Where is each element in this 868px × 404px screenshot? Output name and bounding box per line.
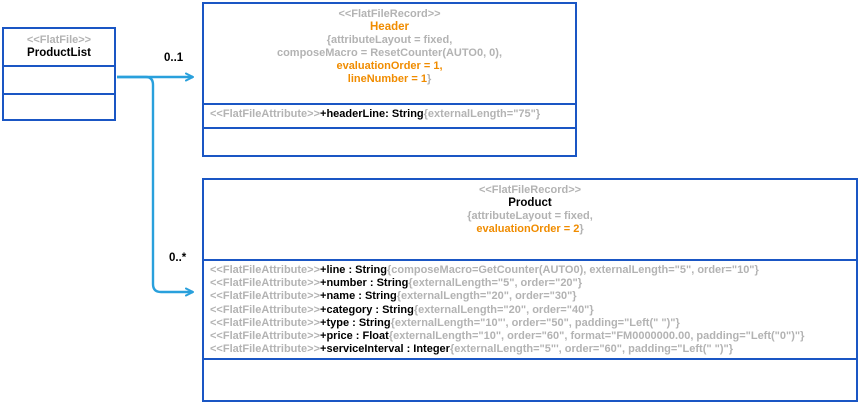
header-operations-compartment [204, 127, 575, 153]
product-properties: {attributeLayout = fixed, evaluationOrde… [210, 210, 850, 236]
attribute-stereotype: <<FlatFileAttribute>> [210, 303, 321, 316]
attribute-signature: +category : String [320, 303, 414, 316]
header-attributes-compartment: <<FlatFileAttribute>>+headerLine: String… [204, 103, 575, 127]
attribute-stereotype: <<FlatFileAttribute>> [210, 343, 321, 356]
header-name-compartment: <<FlatFileRecord>> Header {attributeLayo… [204, 4, 575, 103]
attribute-signature: +price : Float [320, 330, 389, 343]
attribute-stereotype: <<FlatFileAttribute>> [210, 316, 321, 329]
header-prop-line-2: evaluationOrder = 1, [210, 60, 569, 73]
attribute-stereotype: <<FlatFileAttribute>> [210, 264, 321, 276]
product-name-compartment: <<FlatFileRecord>> Product {attributeLay… [204, 180, 856, 259]
table-row[interactable]: <<FlatFileAttribute>>+name : String{exte… [210, 290, 852, 303]
header-stereotype: <<FlatFileRecord>> [338, 8, 441, 20]
attribute-tags: {composeMacro=GetCounter(AUTO0), externa… [386, 264, 759, 276]
header-class-name: Header [370, 21, 409, 33]
class-box-header[interactable]: <<FlatFileRecord>> Header {attributeLayo… [202, 2, 577, 157]
product-attributes-compartment: <<FlatFileAttribute>>+line : String{comp… [204, 259, 856, 358]
header-prop-1-plain: composeMacro = ResetCounter(AUTO0, 0), [276, 47, 503, 59]
attribute-stereotype: <<FlatFileAttribute>> [210, 108, 321, 120]
attribute-tags: {externalLength="5"', order="60", paddin… [449, 343, 733, 356]
header-prop-0-plain: {attributeLayout = fixed, [326, 34, 453, 46]
product-class-name: Product [508, 197, 552, 209]
attribute-row[interactable]: <<FlatFileAttribute>>+headerLine: String… [210, 108, 571, 121]
header-prop-line-3: lineNumber = 1} [210, 73, 569, 86]
attribute-tags: {externalLength="10"', order="50", paddi… [390, 316, 680, 329]
table-row[interactable]: <<FlatFileAttribute>>+category : String{… [210, 304, 852, 317]
table-row[interactable]: <<FlatFileAttribute>>+number : String{ex… [210, 277, 852, 290]
table-row[interactable]: <<FlatFileAttribute>>+serviceInterval : … [210, 343, 852, 356]
product-operations-compartment [204, 358, 856, 398]
attribute-signature: +type : String [320, 316, 391, 329]
product-prop-0-plain: {attributeLayout = fixed, [467, 210, 593, 222]
productlist-class-name: ProductList [27, 47, 91, 59]
header-prop-2-highlight: evaluationOrder = 1, [336, 60, 443, 72]
class-box-product[interactable]: <<FlatFileRecord>> Product {attributeLay… [202, 178, 858, 402]
product-prop-line-0: {attributeLayout = fixed, [210, 210, 850, 223]
multiplicity-to-header: 0..1 [164, 52, 184, 64]
table-row[interactable]: <<FlatFileAttribute>>+price : Float{exte… [210, 330, 852, 343]
attribute-signature: +name : String [320, 290, 397, 303]
table-row[interactable]: <<FlatFileAttribute>>+line : String{comp… [210, 264, 852, 277]
header-prop-line-0: {attributeLayout = fixed, [210, 34, 569, 47]
header-prop-line-1: composeMacro = ResetCounter(AUTO0, 0), [210, 47, 569, 60]
product-prop-1-after: } [579, 223, 584, 235]
header-properties: {attributeLayout = fixed, composeMacro =… [210, 34, 569, 86]
table-row[interactable]: <<FlatFileAttribute>>+type : String{exte… [210, 317, 852, 330]
attribute-stereotype: <<FlatFileAttribute>> [210, 290, 321, 303]
multiplicity-to-product: 0..* [169, 252, 187, 264]
attribute-stereotype: <<FlatFileAttribute>> [210, 277, 321, 290]
attribute-signature: +serviceInterval : Integer [320, 343, 450, 356]
attribute-signature: +headerLine: String [320, 108, 424, 120]
attribute-tags: {externalLength="10", order="60", format… [388, 330, 805, 343]
attribute-signature: +number : String [320, 277, 409, 290]
header-prop-3-highlight: lineNumber = 1 [347, 73, 427, 85]
productlist-operations-compartment [4, 93, 114, 119]
header-prop-3-after: } [426, 73, 432, 85]
attribute-tags: {externalLength="75"} [423, 108, 541, 120]
productlist-attributes-compartment [4, 65, 114, 93]
product-prop-line-1: evaluationOrder = 2} [210, 223, 850, 236]
productlist-name-compartment: <<FlatFile>> ProductList [4, 29, 114, 65]
attribute-stereotype: <<FlatFileAttribute>> [210, 330, 321, 343]
attribute-signature: +line : String [320, 264, 387, 276]
attribute-tags: {externalLength="5", order="20"} [408, 277, 583, 290]
attribute-tags: {externalLength="20", order="40"} [413, 303, 594, 316]
attribute-tags: {externalLength="20", order="30"} [396, 290, 577, 303]
productlist-stereotype: <<FlatFile>> [26, 34, 92, 46]
product-prop-1-highlight: evaluationOrder = 2 [476, 223, 580, 235]
class-box-productlist[interactable]: <<FlatFile>> ProductList [2, 27, 116, 121]
product-stereotype: <<FlatFileRecord>> [478, 184, 582, 196]
